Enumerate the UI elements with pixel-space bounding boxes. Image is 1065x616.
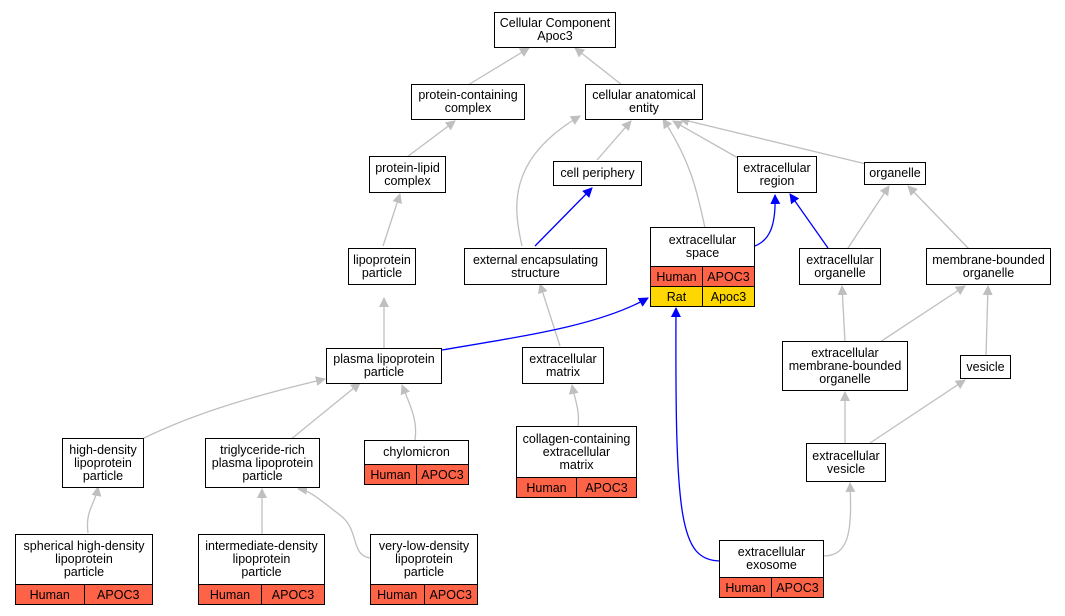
node-protein-containing-complex[interactable]: protein-containing complex (411, 84, 525, 120)
edge-organelle-cae (679, 116, 867, 165)
node-high-density-lipoprotein-particle[interactable]: high-density lipoprotein particle (62, 438, 144, 488)
edge-ec-organelle-organelle (847, 185, 890, 249)
edge-ec-membrane-ec-organelle (837, 285, 848, 343)
node-very-low-density-lipoprotein-particle[interactable]: very-low-density lipoprotein particle Hu… (370, 534, 478, 605)
gene-cell: APOC3 (83, 585, 152, 604)
node-title: collagen-containing extracellular matrix (517, 427, 636, 477)
edge-plasma-extracellular-space (441, 297, 649, 351)
node-intermediate-density-lipoprotein-particle[interactable]: intermediate-density lipoprotein particl… (198, 534, 325, 605)
species-cell: Human (371, 585, 424, 604)
species-cell: Human (517, 478, 576, 497)
edge-extracellular-matrix-external (538, 283, 561, 347)
node-title: extracellular space (651, 228, 754, 266)
node-vesicle[interactable]: vesicle (960, 355, 1011, 379)
node-organelle[interactable]: organelle (864, 162, 926, 185)
gene-cell: APOC3 (416, 465, 468, 484)
node-plasma-lipoprotein-particle[interactable]: plasma lipoprotein particle (326, 348, 442, 384)
node-protein-lipid-complex[interactable]: protein-lipid complex (369, 156, 446, 193)
edge-chylomicron-plasma (400, 384, 417, 441)
node-extracellular-region[interactable]: extracellular region (737, 156, 817, 193)
node-chylomicron[interactable]: chylomicron Human APOC3 (364, 440, 469, 485)
edge-extracellular-vesicle-vesicle (869, 379, 966, 444)
gene-cell: APOC3 (261, 585, 324, 604)
annotation-row-human: Human APOC3 (720, 577, 823, 597)
node-collagen-containing-extracellular-matrix[interactable]: collagen-containing extracellular matrix… (516, 426, 637, 498)
species-cell: Human (651, 267, 702, 286)
edge-vesicle-membrane-bounded (982, 285, 993, 357)
annotation-row-human: Human APOC3 (199, 584, 324, 604)
annotation-row-rat: Rat Apoc3 (651, 286, 754, 306)
node-extracellular-space[interactable]: extracellular space Human APOC3 Rat Apoc… (650, 227, 755, 307)
node-extracellular-membrane-bounded-organelle[interactable]: extracellular membrane-bounded organelle (782, 341, 908, 391)
edge-membrane-bounded-organelle (907, 185, 971, 251)
edge-extracellular-space-cae (662, 118, 706, 229)
annotation-row-human: Human APOC3 (16, 584, 152, 604)
edge-ec-membrane-membrane-bounded (879, 285, 966, 343)
edge-external-encapsulating-cae (516, 115, 581, 247)
edge-exosome-extracellular-space (670, 307, 721, 562)
node-title: spherical high-density lipoprotein parti… (16, 535, 152, 584)
gene-cell: APOC3 (576, 478, 636, 497)
node-triglyceride-rich-plasma-lipoprotein-particle[interactable]: triglyceride-rich plasma lipoprotein par… (205, 438, 320, 488)
node-spherical-high-density-lipoprotein-particle[interactable]: spherical high-density lipoprotein parti… (15, 534, 153, 605)
node-title: chylomicron (365, 441, 468, 464)
annotation-row-human: Human APOC3 (517, 477, 636, 497)
node-membrane-bounded-organelle[interactable]: membrane-bounded organelle (926, 248, 1051, 285)
edge-protein-lipid-protein-complex (406, 120, 456, 158)
node-extracellular-vesicle[interactable]: extracellular vesicle (806, 443, 886, 482)
species-cell: Human (365, 465, 416, 484)
edge-cell-periphery-cae (596, 120, 632, 161)
edge-cae-root (574, 47, 623, 86)
node-root[interactable]: Cellular Component Apoc3 (494, 12, 616, 48)
node-title: extracellular exosome (720, 541, 823, 577)
edge-ec-organelle-region (789, 193, 829, 249)
node-extracellular-exosome[interactable]: extracellular exosome Human APOC3 (719, 540, 824, 598)
edge-protein-complex-root (467, 47, 530, 86)
edge-trl-plasma (289, 382, 361, 441)
annotation-row-human: Human APOC3 (371, 584, 477, 604)
node-lipoprotein-particle[interactable]: lipoprotein particle (348, 248, 416, 285)
edge-spherical-hdl-hdl (86, 486, 102, 534)
node-external-encapsulating-structure[interactable]: external encapsulating structure (464, 248, 607, 285)
node-title: very-low-density lipoprotein particle (371, 535, 477, 584)
edge-extracellular-space-region (754, 194, 781, 247)
edge-extracellular-region-cae (672, 120, 739, 159)
gene-cell: APOC3 (423, 585, 477, 604)
edge-lipoprotein-protein-lipid (382, 193, 402, 247)
edge-collagen-extracellular-matrix (568, 384, 580, 428)
annotation-row-human: Human APOC3 (651, 266, 754, 286)
annotation-row-human: Human APOC3 (365, 464, 468, 484)
species-cell: Human (720, 578, 771, 597)
node-cell-periphery[interactable]: cell periphery (553, 161, 642, 186)
edge-hdl-plasma (139, 376, 326, 441)
edge-exosome-extracellular-vesicle (822, 482, 856, 557)
species-cell: Human (199, 585, 261, 604)
node-extracellular-matrix[interactable]: extracellular matrix (522, 347, 604, 384)
gene-cell: APOC3 (702, 267, 754, 286)
species-cell: Rat (651, 287, 702, 306)
node-cellular-anatomical-entity[interactable]: cellular anatomical entity (585, 84, 703, 120)
edge-vldl-trl (297, 484, 371, 559)
node-title: intermediate-density lipoprotein particl… (199, 535, 324, 584)
species-cell: Human (16, 585, 84, 604)
gene-cell: Apoc3 (702, 287, 754, 306)
node-extracellular-organelle[interactable]: extracellular organelle (799, 248, 881, 285)
edge-external-cell-periphery (534, 187, 593, 247)
gene-cell: APOC3 (771, 578, 823, 597)
